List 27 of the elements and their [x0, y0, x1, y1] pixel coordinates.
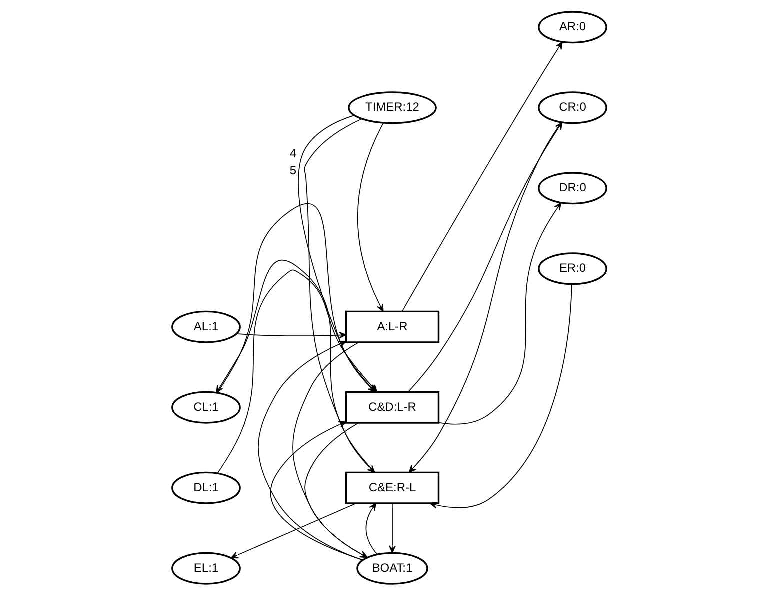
- arrow: [270, 421, 364, 561]
- arrow: [430, 284, 572, 509]
- node-box: C&D:L-R: [345, 391, 440, 424]
- node-ellipse: AL:1: [172, 310, 241, 344]
- node-ellipse: AR:0: [538, 11, 608, 44]
- arrow: [230, 503, 357, 559]
- arrow: [304, 422, 368, 558]
- node-ellipse: DL:1: [172, 472, 241, 504]
- arrow: [366, 503, 378, 555]
- node-box: A:L-R: [345, 310, 440, 344]
- node-ellipse: CR:0: [538, 92, 608, 124]
- arrow: [408, 122, 562, 473]
- arrow: [357, 122, 384, 312]
- arrow: [402, 42, 563, 312]
- edge-label: 4: [290, 146, 296, 160]
- edge-label: 5: [290, 163, 296, 178]
- arrow: [292, 342, 368, 558]
- arrow: [438, 202, 562, 425]
- arrow: [388, 503, 396, 554]
- arrow: [408, 122, 563, 393]
- arrow: [236, 332, 347, 339]
- node-ellipse: CL:1: [172, 391, 241, 424]
- node-ellipse: ER:0: [538, 252, 608, 286]
- node-box: C&E:R-L: [345, 472, 440, 504]
- arrow: [258, 340, 364, 561]
- node-ellipse: DR:0: [538, 172, 608, 205]
- node-ellipse: TIMER:12: [348, 92, 437, 124]
